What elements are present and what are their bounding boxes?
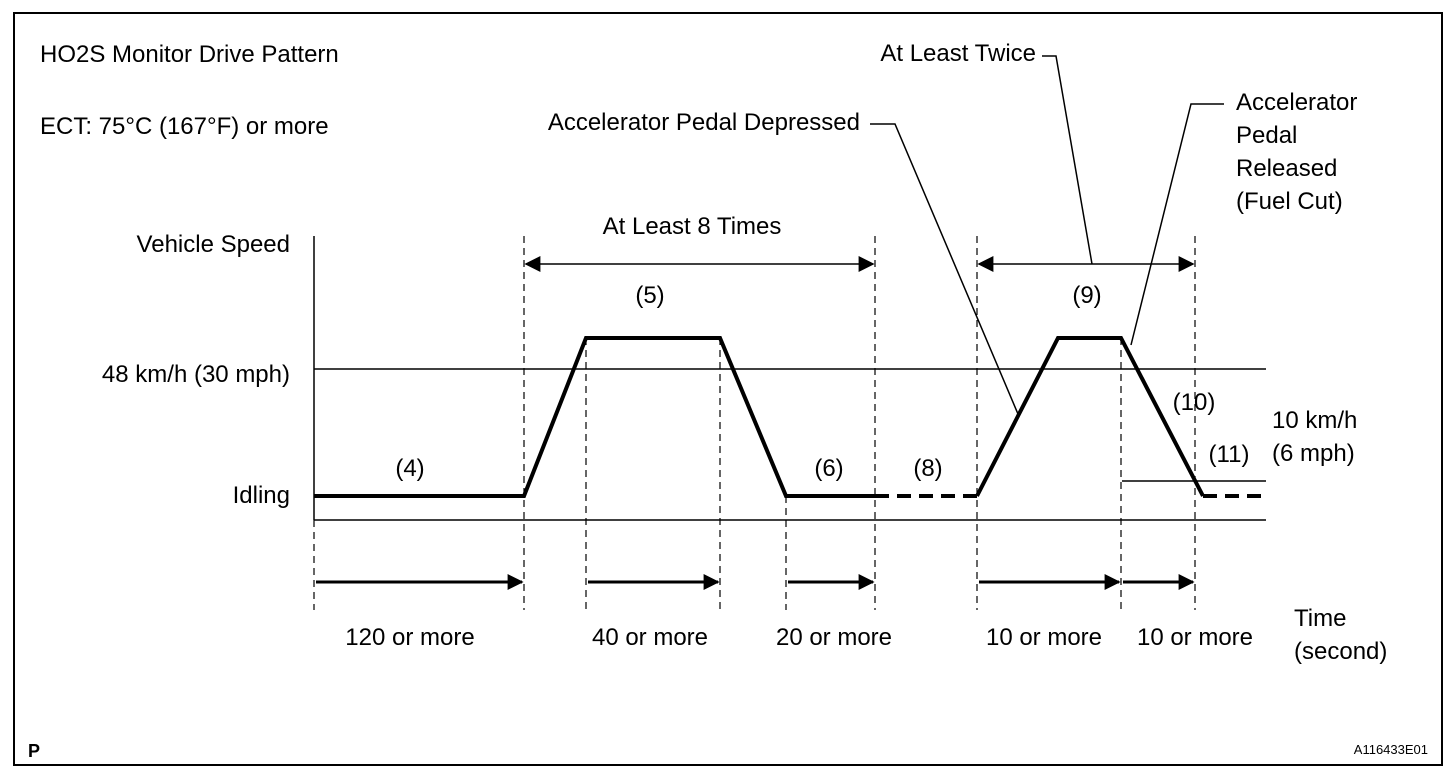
x-axis-label-time: Time (1294, 605, 1346, 632)
at-least-twice-label: At Least Twice (880, 40, 1036, 67)
duration-10a-label: 10 or more (986, 624, 1102, 651)
duration-40-label: 40 or more (592, 624, 708, 651)
step-6-label: (6) (814, 455, 843, 482)
y-tick-idling: Idling (233, 482, 290, 509)
pedal-released-label-1: Accelerator (1236, 89, 1357, 116)
step-9-label: (9) (1072, 282, 1101, 309)
duration-120-label: 120 or more (345, 624, 474, 651)
y-axis-label: Vehicle Speed (137, 231, 290, 258)
speed-profile-fuel-cut (975, 336, 1205, 497)
diagram-frame (13, 12, 1443, 766)
threshold-6mph-label: (6 mph) (1272, 440, 1355, 467)
y-tick-48kmh: 48 km/h (30 mph) (102, 361, 290, 388)
at-least-twice-leader (1042, 55, 1093, 265)
pedal-released-label-2: Pedal (1236, 122, 1297, 149)
x-axis-label-unit: (second) (1294, 638, 1387, 665)
step-5-label: (5) (635, 282, 664, 309)
pedal-released-label-4: (Fuel Cut) (1236, 188, 1343, 215)
pedal-released-leader (1130, 103, 1224, 346)
step-10-label: (10) (1173, 389, 1216, 416)
diagram-title: HO2S Monitor Drive Pattern (40, 41, 339, 68)
step-11-label: (11) (1209, 441, 1250, 468)
figure-id: A116433E01 (1354, 742, 1428, 757)
threshold-10kmh-label: 10 km/h (1272, 407, 1357, 434)
pedal-released-label-3: Released (1236, 155, 1337, 182)
step-4-label: (4) (395, 455, 424, 482)
duration-20-label: 20 or more (776, 624, 892, 651)
pedal-depressed-leader (870, 123, 1019, 415)
step-8-label: (8) (913, 455, 942, 482)
duration-10b-label: 10 or more (1137, 624, 1253, 651)
at-least-8-times-label: At Least 8 Times (603, 213, 782, 240)
pedal-depressed-label: Accelerator Pedal Depressed (548, 109, 860, 136)
speed-profile-cycle (314, 336, 875, 498)
corner-mark: P (28, 741, 40, 761)
ect-condition: ECT: 75°C (167°F) or more (40, 113, 329, 140)
